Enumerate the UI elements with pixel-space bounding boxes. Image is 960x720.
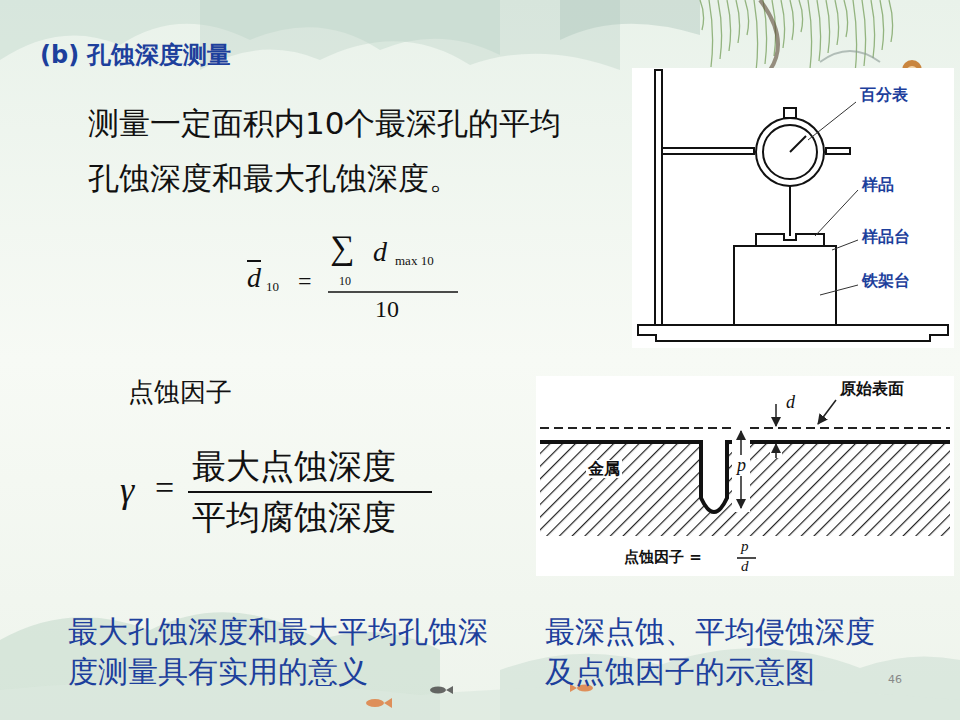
willow-strand bbox=[817, 0, 821, 61]
willow-strand bbox=[853, 0, 857, 74]
formula-symbol: d bbox=[373, 236, 387, 268]
section-heading: 点蚀因子 bbox=[128, 378, 232, 408]
mountain bbox=[200, 0, 620, 70]
stand-arm bbox=[826, 148, 850, 154]
part-label: 百分表 bbox=[860, 86, 908, 104]
willow-strand bbox=[880, 0, 884, 50]
stand-pole bbox=[655, 70, 662, 325]
leader-lines bbox=[808, 102, 858, 295]
willow-strand bbox=[808, 0, 812, 69]
caption-text: 最深点蚀、平均侵蚀深度及点蚀因子的示意图 bbox=[545, 612, 890, 692]
willow-strand bbox=[700, 0, 704, 30]
formula-symbol: p bbox=[741, 538, 749, 555]
part-label: 金属 bbox=[586, 460, 622, 478]
willow-strand bbox=[754, 0, 758, 72]
sample bbox=[756, 234, 824, 246]
formula-subscript: 10 bbox=[266, 280, 279, 295]
fraction-bar bbox=[188, 491, 432, 493]
formula-symbol: d bbox=[247, 262, 261, 294]
formula-subscript: 10 bbox=[339, 275, 351, 289]
willow-strand bbox=[871, 0, 875, 58]
tree-trunk bbox=[760, 0, 778, 70]
leader-line bbox=[832, 240, 858, 250]
page-number: 46 bbox=[888, 674, 902, 687]
part-label: 原始表面 bbox=[840, 380, 904, 398]
formula-term: 平均腐蚀深度 bbox=[192, 498, 396, 537]
figure-panel bbox=[536, 376, 954, 576]
formula-label: 点蚀因子 = bbox=[624, 549, 702, 566]
part-label: 铁架台 bbox=[862, 272, 910, 290]
willow-strand bbox=[745, 0, 749, 35]
stand-base bbox=[638, 325, 948, 341]
willow-strand bbox=[844, 0, 848, 37]
willow-strand bbox=[862, 0, 866, 66]
bridge bbox=[820, 51, 880, 62]
dimension-label: p bbox=[735, 455, 748, 476]
mean-depth-arrow bbox=[775, 444, 777, 458]
dial-face bbox=[763, 125, 817, 179]
caption-text: 最大孔蚀深度和最大平均孔蚀深度测量具有实用的意义 bbox=[68, 612, 508, 692]
sample-stage bbox=[734, 246, 836, 325]
arrow-patch bbox=[732, 426, 750, 512]
stand-arm bbox=[662, 148, 754, 154]
formula-number: 10 bbox=[375, 296, 399, 324]
part-label: 样品台 bbox=[862, 228, 910, 246]
formula-symbol: γ bbox=[120, 470, 134, 511]
arrow-patch bbox=[770, 444, 782, 458]
leader-line bbox=[815, 190, 858, 236]
willow-strand bbox=[781, 0, 785, 48]
body-text: 测量一定面积内10个最深孔的平均孔蚀深度和最大孔蚀深度。 bbox=[88, 96, 578, 206]
willow-strand bbox=[718, 0, 722, 59]
dial-gauge bbox=[756, 118, 824, 186]
formula-operator: = bbox=[155, 468, 174, 507]
formula-subscript: max 10 bbox=[395, 254, 434, 269]
willow-strand bbox=[709, 0, 713, 67]
willow-strand bbox=[727, 0, 731, 51]
dimension-label: d bbox=[786, 392, 795, 413]
figure-panel bbox=[632, 68, 954, 348]
leader-line bbox=[808, 102, 856, 140]
willow-strand bbox=[826, 0, 830, 53]
leader-arrow bbox=[818, 400, 836, 424]
leader-line bbox=[820, 285, 858, 295]
mountain bbox=[560, 0, 700, 40]
mean-depth-arrow bbox=[775, 404, 777, 426]
slide-title: (b) 孔蚀深度测量 bbox=[40, 42, 231, 70]
formula-term: 最大点蚀深度 bbox=[192, 447, 396, 486]
willow-tree bbox=[700, 0, 893, 74]
apparatus bbox=[638, 70, 948, 341]
willow-strand bbox=[736, 0, 740, 43]
fraction-bar bbox=[328, 291, 458, 292]
willow-strand bbox=[889, 0, 893, 42]
formula-symbol: ∑ bbox=[330, 228, 354, 267]
gauge-probe bbox=[789, 186, 791, 236]
willow-strand bbox=[790, 0, 794, 40]
dial-needle bbox=[790, 136, 806, 152]
willow-strand bbox=[835, 0, 839, 45]
formula-symbol: d bbox=[741, 558, 749, 575]
formula-operator: = bbox=[298, 268, 312, 296]
dial-stem bbox=[784, 108, 796, 118]
part-label: 样品 bbox=[862, 176, 894, 194]
willow-strand bbox=[799, 0, 803, 32]
